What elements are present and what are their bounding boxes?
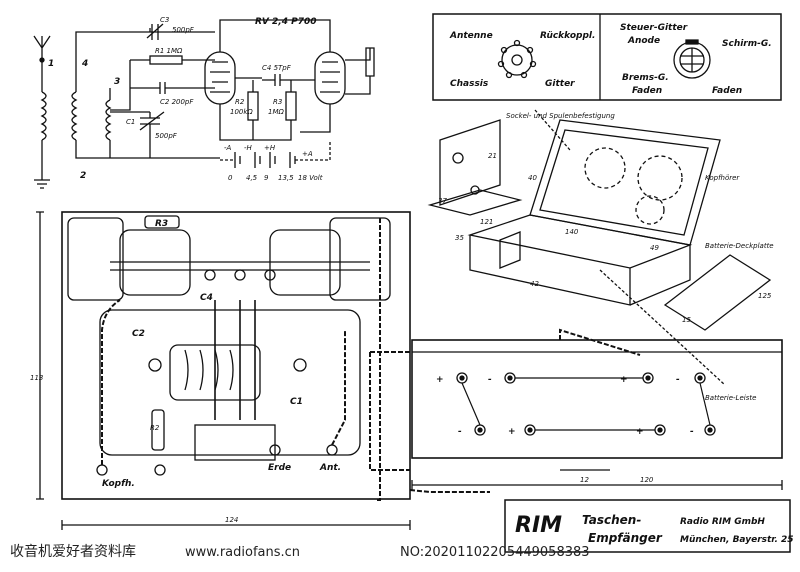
dim-140: 140: [565, 228, 579, 236]
sign-7: +: [636, 427, 644, 437]
brand-rim: RIM: [515, 513, 562, 538]
ground-symbol: [34, 178, 50, 189]
battery-dim-width: 120: [640, 476, 654, 484]
c4-label: C4 5TpF: [262, 64, 292, 72]
socket-note: Sockel- und Spulenbefestigung: [506, 112, 615, 120]
pin-schirm-g: Schirm-G.: [722, 39, 772, 49]
socket-bracket: [427, 119, 523, 216]
coil-1: [40, 62, 47, 178]
tube-2: [314, 48, 371, 105]
tube-type-label: RV 2,4 P700: [255, 17, 317, 27]
chassis-drawing: [36, 211, 490, 530]
r2-value: 100kΩ: [230, 108, 253, 116]
dim-121: 121: [480, 218, 493, 226]
chassis-height-dim: 113: [30, 374, 43, 382]
coil-4: [71, 70, 220, 159]
battery-label-minus-h: -H: [244, 144, 253, 152]
dim-125: 125: [758, 292, 772, 300]
r3-label: R3: [273, 98, 282, 106]
sign-1: +: [436, 375, 444, 385]
battery-bar-label: Batterie-Leiste: [705, 394, 756, 402]
volt-18: 18 Volt: [298, 174, 323, 182]
r1-label: R1 1MΩ: [155, 47, 183, 55]
chassis-c4: C4: [200, 293, 213, 303]
c1-label: C1: [126, 118, 135, 126]
c3-label: C3: [160, 16, 169, 24]
headphone-jack: [365, 47, 375, 77]
dim-42: 42: [530, 280, 539, 288]
chassis-c2: C2: [132, 329, 145, 339]
battery-cover-label: Batterie-Deckplatte: [705, 242, 774, 250]
company-name: Radio RIM GmbH: [680, 517, 765, 527]
tube-socket-diagram: [673, 39, 711, 79]
chassis-r3: R3: [155, 219, 168, 229]
sign-2: -: [488, 375, 492, 385]
coil-3: [105, 88, 112, 158]
c1-value: 500pF: [155, 132, 178, 140]
pin-brems-g: Brems-G.: [622, 73, 669, 83]
sign-6: +: [508, 427, 516, 437]
chassis-c1: C1: [290, 397, 303, 407]
sign-4: -: [676, 375, 680, 385]
antenna-symbol: [33, 35, 51, 58]
battery-label-minus-a: -A: [224, 144, 232, 152]
watermark-url: www.radiofans.cn: [185, 545, 300, 560]
pin-diagram-frame: [432, 13, 782, 101]
dim-37: 37: [438, 197, 447, 205]
headphone-label: Kopfhörer: [705, 174, 740, 182]
battery-dim-small: 12: [580, 476, 589, 484]
sign-5: -: [458, 427, 462, 437]
pin-chassis: Chassis: [450, 79, 489, 89]
battery-cover-plate: [663, 254, 772, 331]
volt-9: 9: [264, 174, 269, 182]
pin-faden-1: Faden: [632, 86, 662, 96]
receiver-case: [467, 119, 721, 306]
title-line-1: Taschen-: [582, 513, 641, 527]
c3-value: 500pF: [172, 26, 195, 34]
r2-label: R2: [235, 98, 245, 106]
pin-rueckkoppl: Rückkoppl.: [540, 31, 595, 41]
battery-label-plus-a: +A: [302, 150, 313, 158]
chassis-width-dim: 124: [225, 516, 238, 524]
pin-faden-2: Faden: [712, 86, 742, 96]
r3-value: 1MΩ: [268, 108, 284, 116]
company-address: München, Bayerstr. 25: [680, 535, 794, 545]
dim-35: 35: [455, 234, 464, 242]
dim-40: 40: [528, 174, 537, 182]
terminal-4-label: 4: [81, 59, 88, 69]
terminal-3-label: 3: [114, 77, 120, 87]
chassis-ant: Ant.: [319, 463, 341, 473]
chassis-r2: R2: [150, 424, 160, 432]
terminal-1-label: 1: [48, 59, 54, 69]
battery-board: [369, 328, 783, 490]
dim-21: 21: [488, 152, 497, 160]
dim-49: 49: [650, 244, 659, 252]
pin-steuer-gitter: Steuer-Gitter: [620, 23, 688, 33]
c2-label: C2 200pF: [160, 98, 194, 106]
title-line-2: Empfänger: [588, 531, 663, 545]
chassis-erde: Erde: [268, 463, 291, 473]
volt-0: 0: [228, 174, 233, 182]
battery-symbol: [220, 140, 331, 168]
chassis-kopfh: Kopfh.: [102, 479, 135, 489]
pin-anode: Anode: [627, 36, 660, 46]
dim-15: 15: [682, 316, 691, 324]
volt-13-5: 13,5: [278, 174, 294, 182]
watermark-doc-no: NO:20201102205449058383: [400, 545, 590, 560]
circuit-schematic: [33, 19, 375, 189]
title-block-frame: [504, 499, 791, 553]
sign-8: -: [690, 427, 694, 437]
volt-4-5: 4,5: [246, 174, 258, 182]
battery-label-plus-h: +H: [264, 144, 276, 152]
sign-3: +: [620, 375, 628, 385]
terminal-2-label: 2: [80, 171, 86, 181]
tube-1: [204, 19, 331, 105]
pin-gitter: Gitter: [545, 79, 575, 89]
coil-socket-diagram: [497, 39, 537, 79]
watermark-site-cn: 收音机爱好者资料库: [10, 543, 136, 560]
pin-antenne: Antenne: [449, 31, 493, 41]
